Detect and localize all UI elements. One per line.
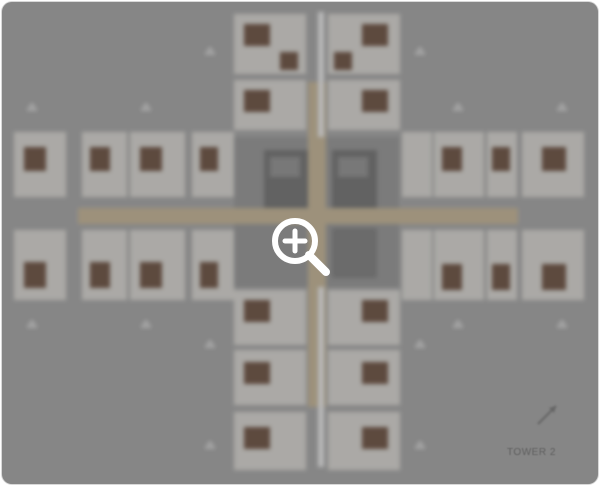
north-arrow-icon	[537, 405, 557, 425]
zoom-in-icon[interactable]	[268, 214, 338, 280]
tower-label: TOWER 2	[507, 447, 556, 458]
